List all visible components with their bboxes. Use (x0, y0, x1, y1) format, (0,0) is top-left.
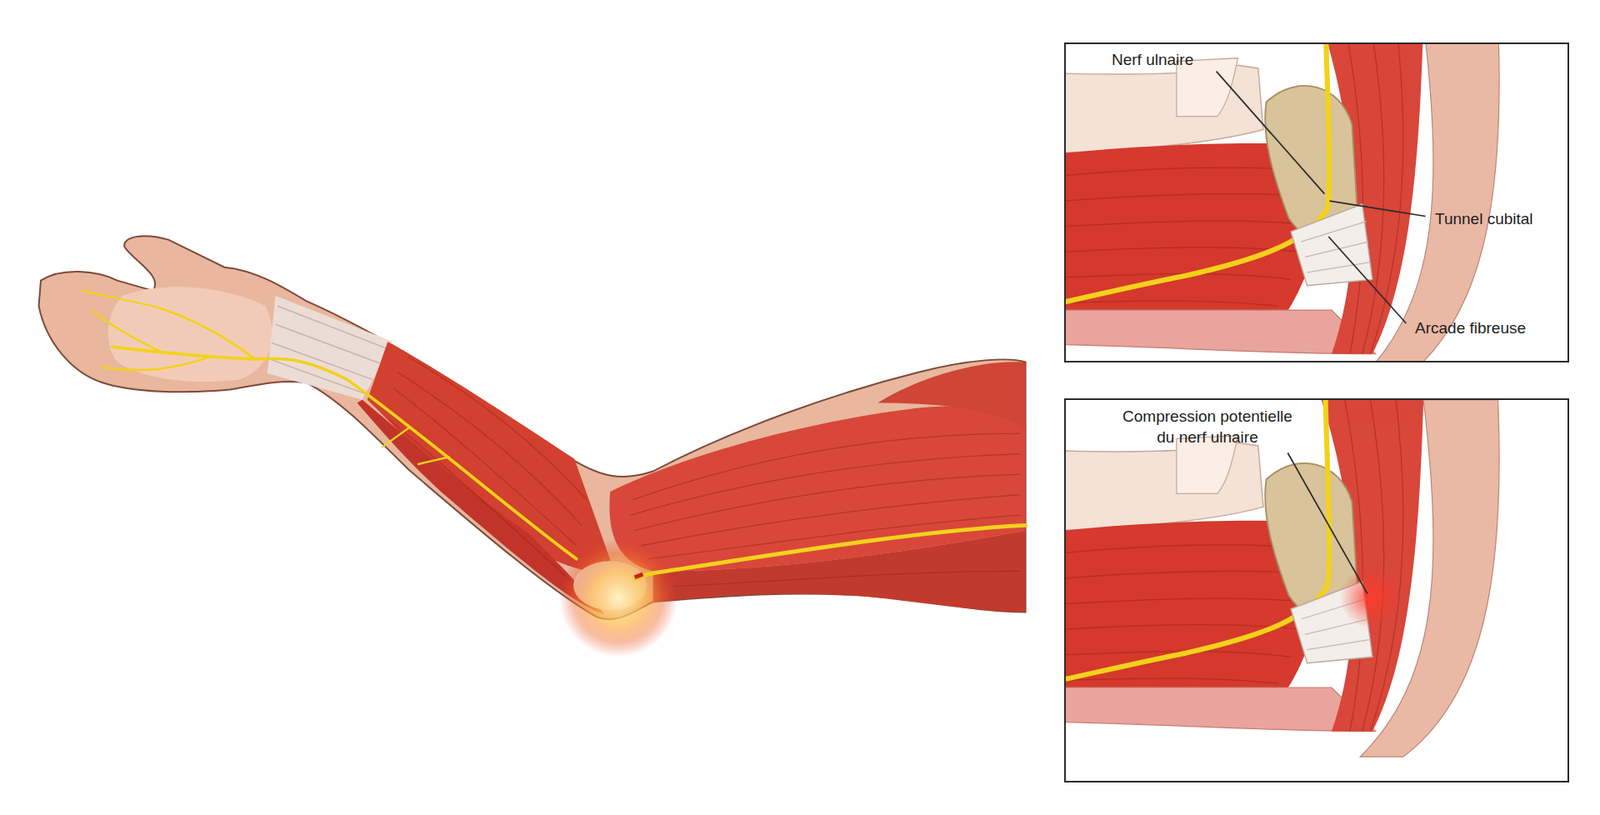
nerve-compression (635, 574, 644, 578)
muscle-fibres (387, 356, 1020, 586)
label-holder: Compression potentielle du nerf ulnaire (1117, 406, 1298, 448)
leader-line (1216, 71, 1325, 195)
inset-panel: Compression potentielle du nerf ulnaire (1064, 398, 1570, 783)
inset-illustration (1064, 397, 1570, 782)
triceps-muscle (653, 530, 1026, 612)
tendon-lines (269, 305, 388, 394)
leader-line (1328, 236, 1406, 324)
pain-glow (559, 538, 678, 657)
label-holder: Arcade fibreuse (1415, 318, 1526, 340)
arm-outline (39, 235, 1026, 620)
label-holder: Nerf ulnaire (1111, 50, 1194, 71)
forearm-muscle (367, 341, 615, 573)
arm (39, 235, 1026, 657)
anatomy-label: Compression potentielle du nerf ulnaire (1117, 406, 1298, 448)
anatomy-label: Nerf ulnaire (1111, 50, 1194, 71)
leader-line (1287, 452, 1368, 594)
deltoid-muscle (877, 361, 1026, 429)
anatomy-label: Tunnel cubital (1435, 209, 1534, 230)
inset-panel: Nerf ulnaireTunnel cubitalArcade fibreus… (1064, 42, 1570, 363)
leader-line (1330, 200, 1426, 216)
leader-lines (1216, 71, 1426, 595)
inset-anatomy (1064, 397, 1570, 782)
inset-illustration (1064, 42, 1570, 362)
inset-anatomy (1064, 42, 1570, 362)
compression-glow (1340, 567, 1401, 629)
label-holder: Tunnel cubital (1435, 209, 1534, 230)
anatomy-label: Arcade fibreuse (1415, 318, 1526, 340)
ulnar-nerve (81, 290, 1026, 580)
